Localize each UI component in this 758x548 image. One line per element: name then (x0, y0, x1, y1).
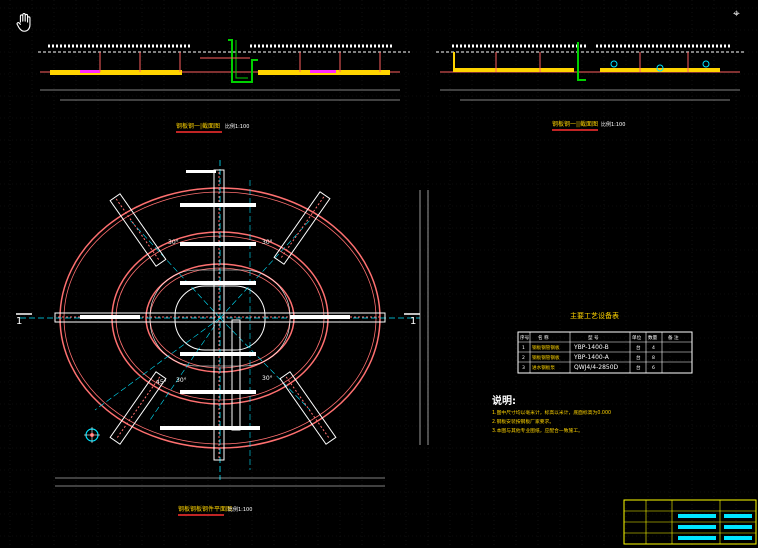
crosshair-icon: ⌖ (733, 6, 740, 20)
cut-label-left: 1 (16, 316, 22, 327)
section-1-title: 钢板钢一|截面图 (176, 122, 220, 130)
table-row-1-model: YBP-1400-B (573, 344, 609, 351)
table-header-name: 名 称 (538, 334, 549, 341)
table-row-2-name: 钢板钢管钢板 (532, 354, 560, 361)
table-row-1-unit: 台 (636, 344, 641, 351)
table-title: 主要工艺设备表 (570, 311, 619, 320)
table-header-model: 型 号 (588, 334, 599, 341)
table-row-2-model: YBP-1400-A (573, 354, 610, 361)
table-row-1-qty: 4 (652, 345, 655, 351)
table-row-1-no: 1 (522, 345, 525, 351)
table-row-3-qty: 6 (652, 365, 655, 371)
table-row-2-no: 2 (522, 355, 525, 361)
equipment-table (517, 331, 693, 374)
plan-view: 30° 30° 45° 30° 30° 1 1 (16, 160, 429, 487)
angle-label-3: 45° (156, 379, 167, 386)
notes-line-3: 3.本图与其他专业图纸，应配合一致施工。 (492, 427, 583, 434)
table-row-3-name: 进水钢板泵 (532, 364, 555, 371)
section-1-scale: 比例1:100 (225, 123, 249, 130)
table-header-note: 备 注 (668, 334, 679, 341)
section-2-title: 钢板钢一||截面图 (552, 120, 598, 128)
table-row-1-name: 钢板钢管钢板 (532, 344, 560, 351)
section-2-drawing (436, 42, 745, 101)
plan-scale: 比例1:100 (228, 506, 252, 513)
cut-label-right: 1 (410, 316, 416, 327)
angle-label-4: 30° (176, 377, 187, 384)
table-header-unit: 单位 (632, 334, 642, 341)
table-row-2-qty: 8 (652, 355, 655, 361)
section-2-scale: 比例1:100 (601, 121, 625, 128)
table-row-3-no: 3 (522, 365, 525, 371)
table-header-no: 序号 (520, 334, 530, 341)
notes-line-2: 2.钢板安装按钢板厂家要求。 (492, 418, 554, 425)
table-row-3-model: QWJ4/4-2850D (574, 364, 619, 371)
plan-title: 钢板钢板钢件平面图 (178, 505, 232, 513)
notes-line-1: 1.图中尺寸均以毫米计，标高以米计，底面标高为0.000 (492, 409, 611, 416)
pan-hand-icon[interactable] (14, 12, 36, 34)
section-1-drawing (38, 39, 410, 101)
angle-label-5: 30° (262, 375, 273, 382)
title-block (623, 499, 757, 545)
angle-label-2: 30° (262, 239, 273, 246)
angle-label-1: 30° (168, 239, 179, 246)
table-header-qty: 数量 (648, 334, 658, 341)
notes-heading: 说明: (492, 394, 516, 407)
table-row-2-unit: 台 (636, 354, 641, 361)
table-row-3-unit: 台 (636, 364, 641, 371)
